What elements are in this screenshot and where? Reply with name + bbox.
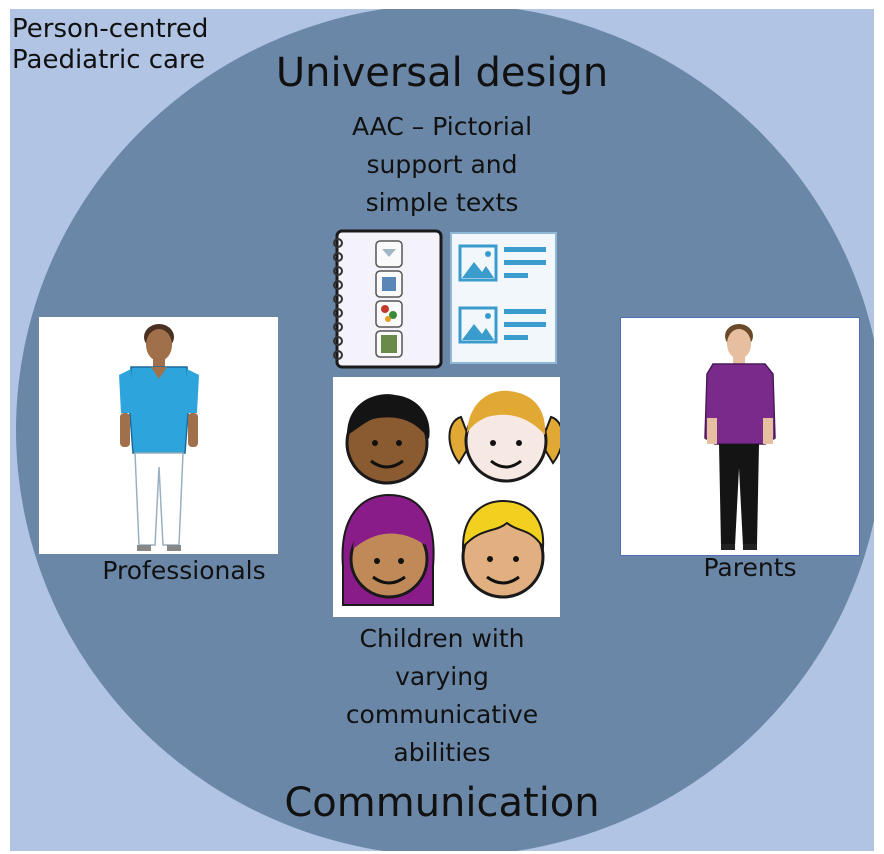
- communication-book-picture: [330, 229, 444, 369]
- corner-label: Person-centred Paediatric care: [12, 14, 208, 76]
- corner-label-line-2: Paediatric care: [12, 45, 206, 75]
- child-face-1: [345, 394, 430, 485]
- aac-text: AAC – Pictorial support and simple texts: [300, 108, 584, 222]
- child-face-3: [341, 493, 435, 606]
- children-text: Children with varying communicative abil…: [300, 620, 584, 772]
- children-text-line-4: abilities: [393, 738, 491, 767]
- children-text-line-2: varying: [395, 662, 489, 691]
- aac-text-line-3: simple texts: [365, 188, 519, 217]
- child-face-2: [448, 390, 560, 483]
- bottom-title: Communication: [284, 780, 600, 826]
- corner-label-line-1: Person-centred: [12, 14, 209, 44]
- parent-picture: [620, 317, 860, 556]
- aac-text-line-1: AAC – Pictorial: [351, 112, 533, 141]
- children-text-line-1: Children with: [359, 624, 525, 653]
- aac-text-line-2: support and: [366, 150, 518, 179]
- child-face-4: [461, 499, 545, 599]
- professional-picture: [39, 317, 278, 554]
- top-title: Universal design: [275, 50, 609, 96]
- professionals-label: Professionals: [102, 556, 266, 585]
- children-text-line-3: communicative: [345, 700, 539, 729]
- document-picture: [450, 232, 557, 364]
- parents-label: Parents: [703, 553, 797, 582]
- children-faces-picture: [333, 377, 560, 617]
